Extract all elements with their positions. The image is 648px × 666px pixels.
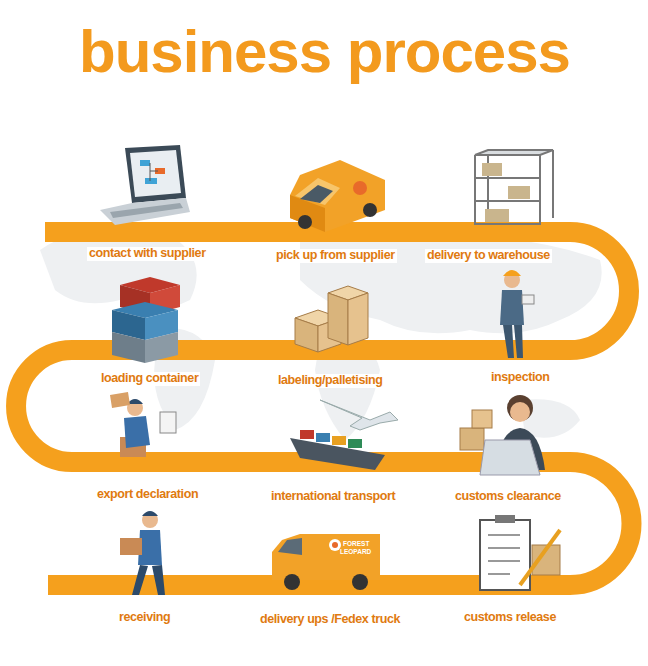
van-icon [290, 160, 385, 232]
step-label: labeling/palletising [276, 374, 385, 388]
crates-icon [295, 286, 368, 352]
step-label: inspection [489, 371, 552, 385]
headset-agent-icon [460, 395, 545, 475]
container-icon [112, 277, 180, 363]
step-label: pick up from supplier [274, 249, 397, 263]
world-map [40, 228, 602, 440]
step-label: customs clearance [453, 490, 563, 504]
title: business process [79, 22, 570, 82]
process-band [16, 232, 631, 585]
step-label: international transport [269, 490, 397, 504]
truck-lettering: FOREST [343, 541, 369, 548]
clipboard-icon [480, 515, 560, 590]
carrying-worker-icon [110, 392, 176, 457]
step-label: delivery to warehouse [425, 249, 552, 263]
step-label: receiving [117, 611, 172, 625]
truck-lettering: LEOPARD [340, 549, 371, 556]
warehouse-shelf-icon [475, 150, 553, 225]
ship-plane-icon [290, 400, 398, 470]
step-label: customs release [462, 611, 558, 625]
step-label: export declaration [95, 488, 200, 502]
inspector-worker-icon [500, 270, 534, 358]
delivery-van-icon [272, 534, 380, 590]
step-label: delivery ups /Fedex truck [258, 613, 402, 627]
laptop-icon [100, 145, 190, 225]
step-label: contact with supplier [87, 247, 208, 261]
step-label: loading container [99, 372, 200, 386]
receiving-worker-icon [120, 511, 165, 595]
